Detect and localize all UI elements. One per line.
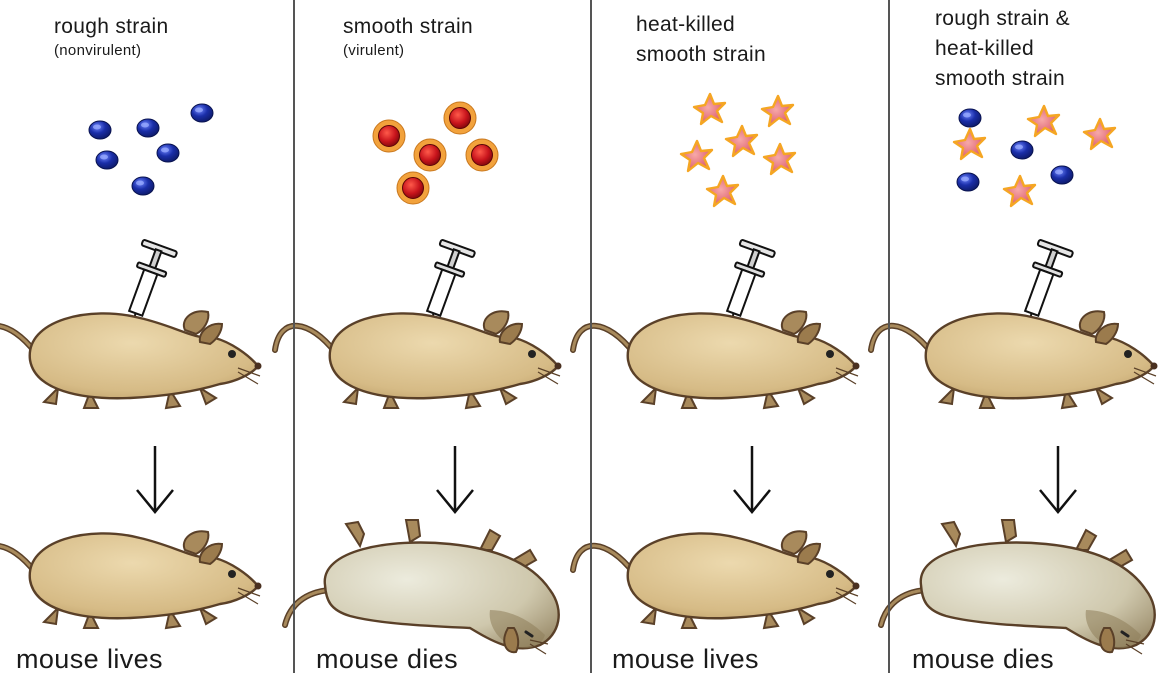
panel-4-title-line-2: heat-killed: [935, 36, 1034, 61]
panel-4-artwork: [871, 106, 1158, 654]
mouse-dead-result: [285, 520, 559, 654]
heat-killed-bacteria-group: [681, 94, 795, 206]
mouse-injected: [573, 311, 860, 408]
smooth-cell: [373, 120, 405, 152]
rough-cell: [959, 109, 981, 127]
panel-1-title: rough strain: [54, 14, 169, 39]
rough-cell: [137, 119, 159, 137]
smooth-cell: [444, 102, 476, 134]
panel-3-title-line-1: heat-killed: [636, 12, 735, 37]
heat-killed-cell: [1028, 106, 1059, 136]
heat-killed-cell: [1084, 119, 1115, 149]
heat-killed-cell: [764, 144, 795, 174]
panel-1-artwork: [0, 104, 262, 628]
panel-3-outcome: mouse lives: [612, 644, 759, 674]
rough-cell: [157, 144, 179, 162]
rough-cell: [89, 121, 111, 139]
arrow-down-icon: [1040, 446, 1076, 512]
rough-cell: [957, 173, 979, 191]
mouse-injected: [0, 311, 262, 408]
mixed-bacteria-group: [954, 106, 1115, 206]
smooth-cell: [414, 139, 446, 171]
heat-killed-cell: [726, 126, 757, 156]
panel-1-subtitle: (nonvirulent): [54, 42, 141, 60]
heat-killed-cell: [954, 129, 985, 159]
rough-strain-bacteria-group: [89, 104, 213, 195]
mouse-injected: [275, 311, 562, 408]
mouse-injected: [871, 311, 1158, 408]
arrow-down-icon: [437, 446, 473, 512]
panel-4-title-line-3: smooth strain: [935, 66, 1065, 91]
panel-2-subtitle: (virulent): [343, 42, 404, 60]
panel-2-title: smooth strain: [343, 14, 473, 39]
mouse-dead-result: [881, 520, 1155, 654]
rough-cell: [1051, 166, 1073, 184]
panel-4-title-line-1: rough strain &: [935, 6, 1070, 31]
arrow-down-icon: [137, 446, 173, 512]
heat-killed-cell: [694, 94, 725, 124]
panel-divider: [590, 0, 592, 673]
panel-4-outcome: mouse dies: [912, 644, 1054, 674]
heat-killed-cell: [681, 141, 712, 171]
heat-killed-cell: [1004, 176, 1035, 206]
rough-cell: [191, 104, 213, 122]
mouse-alive-result: [0, 531, 262, 628]
heat-killed-cell: [762, 96, 793, 126]
panel-3-artwork: [573, 94, 860, 628]
mouse-alive-result: [573, 531, 860, 628]
panel-3-title-line-2: smooth strain: [636, 42, 766, 67]
panel-2-outcome: mouse dies: [316, 644, 458, 674]
smooth-strain-bacteria-group: [373, 102, 498, 204]
panel-divider: [293, 0, 295, 673]
rough-cell: [1011, 141, 1033, 159]
smooth-cell: [397, 172, 429, 204]
rough-cell: [96, 151, 118, 169]
rough-cell: [132, 177, 154, 195]
arrow-down-icon: [734, 446, 770, 512]
panel-1-outcome: mouse lives: [16, 644, 163, 674]
panel-divider: [888, 0, 890, 673]
smooth-cell: [466, 139, 498, 171]
panel-2-artwork: [275, 102, 562, 654]
heat-killed-cell: [707, 176, 738, 206]
